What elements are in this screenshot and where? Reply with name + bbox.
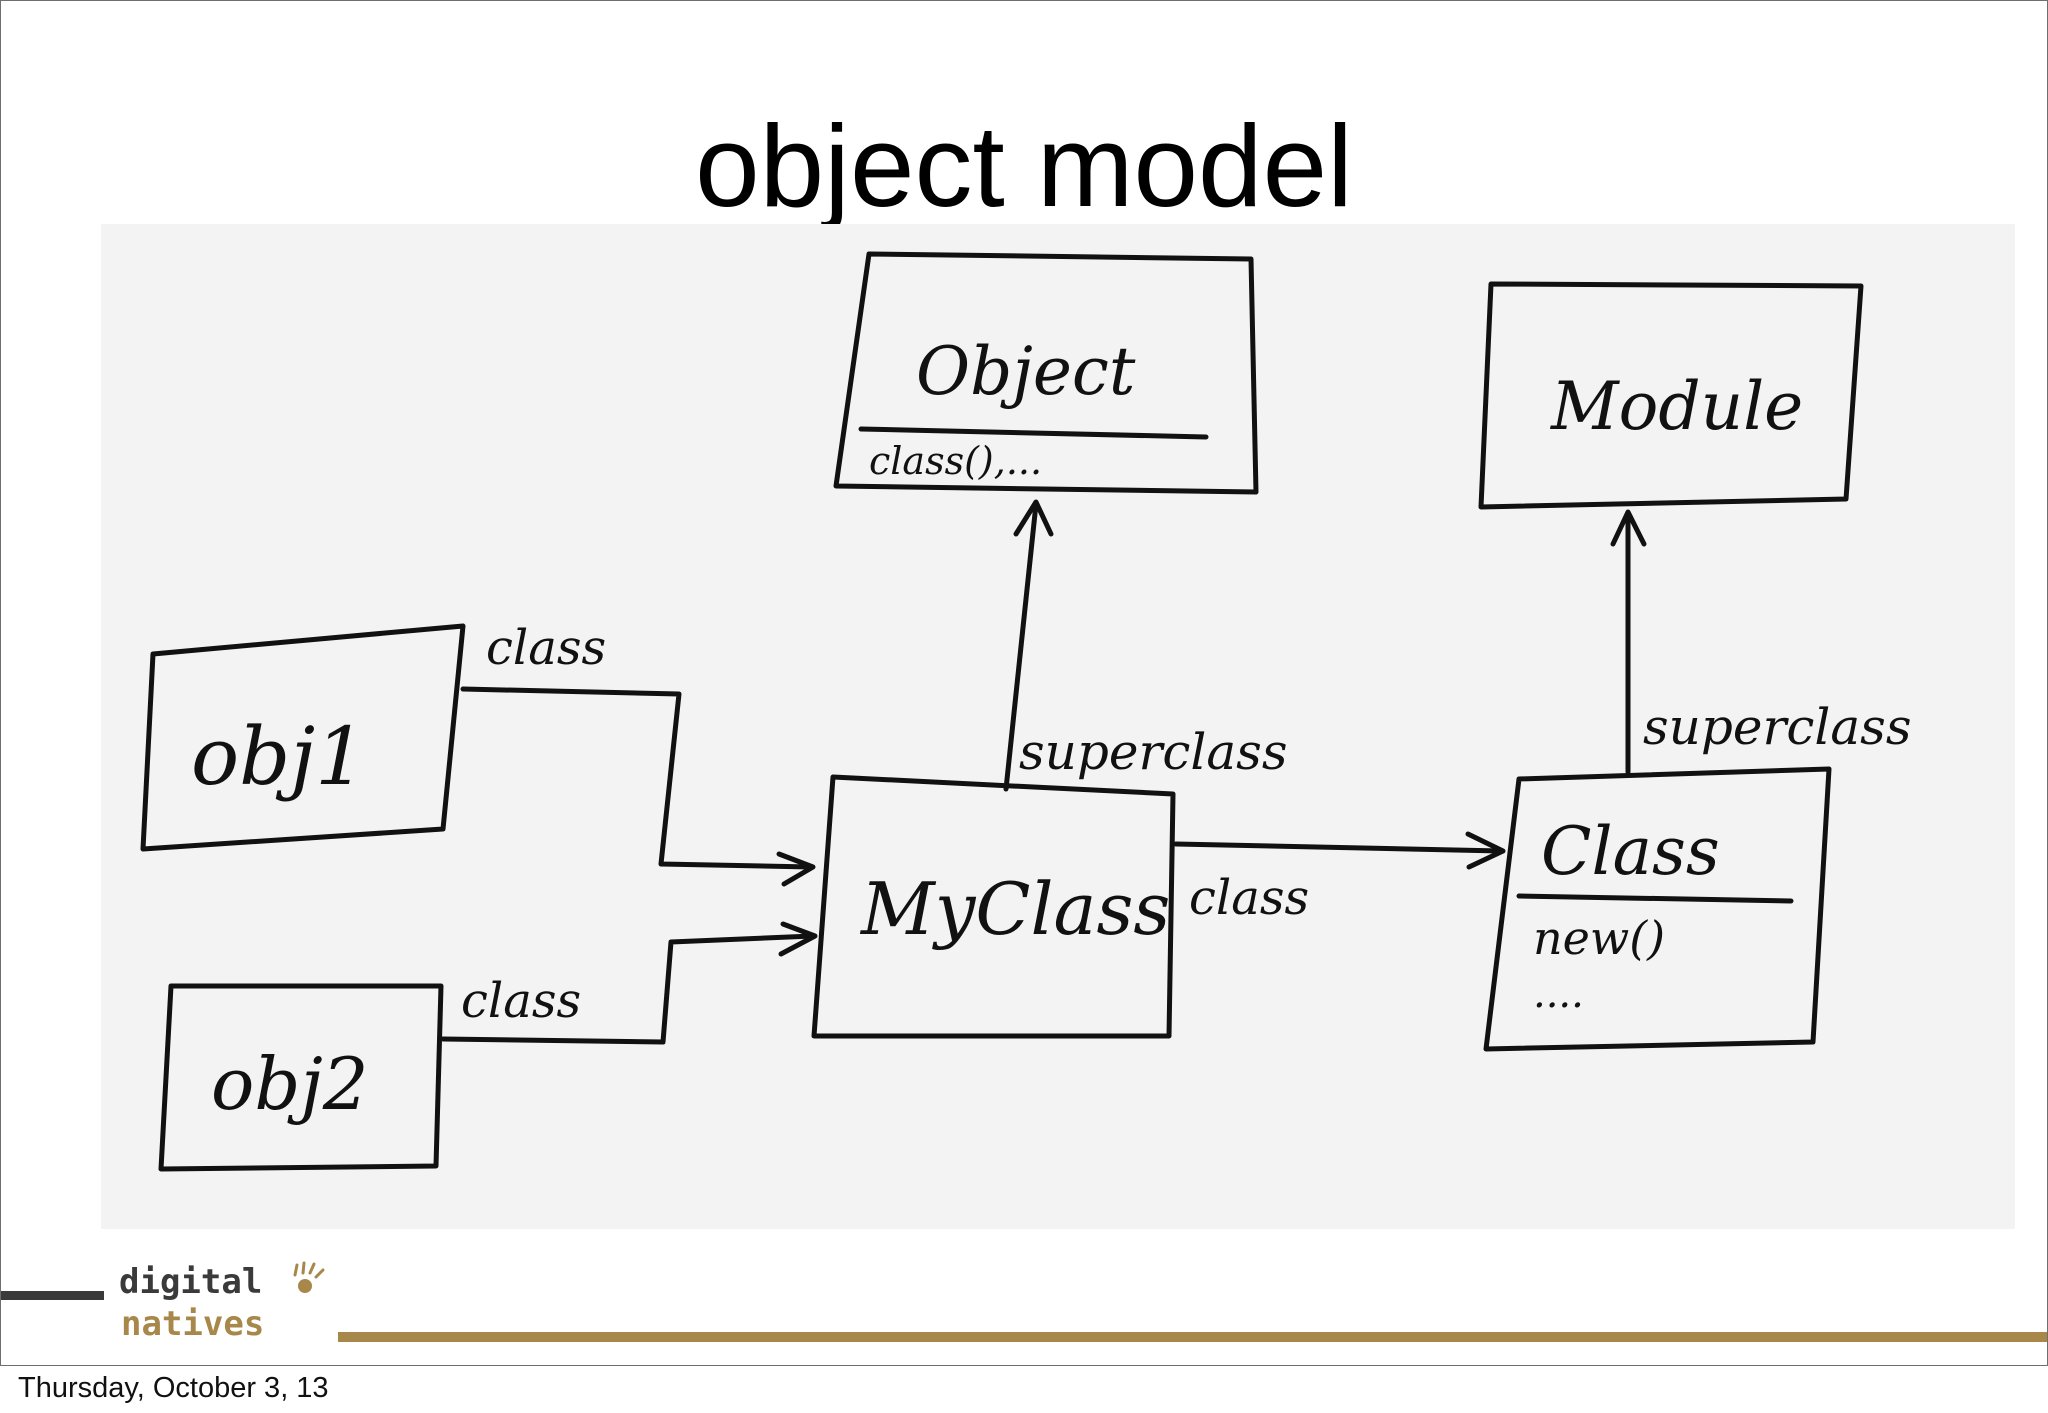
edge-myclass-class-arrowhead: [1465, 831, 1506, 870]
slide-title: object model: [695, 101, 1353, 231]
edge-obj1-arrowhead: [776, 851, 816, 887]
edge-obj2-line: [440, 933, 816, 1045]
obj1-label: obj1: [191, 710, 366, 803]
obj2-label: obj2: [211, 1042, 369, 1126]
module-label: Module: [1550, 368, 1803, 445]
edge-myclass-superclass-label: superclass: [1019, 723, 1287, 781]
obj1-node: obj1: [140, 623, 466, 852]
object-members: class(),...: [869, 439, 1042, 483]
edge-obj1-label: class: [486, 620, 606, 676]
edge-class-superclass-arrowhead: [1610, 509, 1647, 547]
logo-line2: natives: [121, 1304, 264, 1341]
edge-myclass-class-label: class: [1189, 870, 1309, 926]
footer-bar-left: [1, 1291, 104, 1300]
myclass-label: MyClass: [859, 867, 1170, 951]
myclass-node: MyClass: [811, 774, 1176, 1039]
obj2-box: [158, 983, 444, 1172]
slide: object model Object class(),... Module o…: [0, 0, 2048, 1366]
slide-date: Thursday, October 3, 13: [18, 1372, 329, 1404]
class-diagram: Object class(),... Module obj1 obj2: [140, 251, 1911, 1172]
edge-obj2-arrowhead: [778, 921, 818, 957]
class-node: Class new() ....: [1483, 766, 1832, 1052]
edge-myclass-superclass: superclass: [1003, 499, 1287, 792]
myclass-box: [811, 774, 1176, 1039]
edge-class-superclass: superclass: [1610, 509, 1911, 775]
edge-myclass-class: class: [1173, 831, 1506, 926]
class-box: [1483, 766, 1832, 1052]
class-ellipsis: ....: [1533, 971, 1584, 1017]
object-node: Object class(),...: [833, 251, 1259, 495]
edge-class-superclass-label: superclass: [1643, 698, 1911, 756]
object-label: Object: [916, 333, 1136, 410]
hand-icon: [293, 1261, 325, 1293]
class-label: Class: [1541, 813, 1720, 890]
edge-myclass-class-line: [1173, 841, 1504, 854]
logo-line1: digital: [119, 1262, 262, 1302]
edge-myclass-superclass-line: [1003, 501, 1039, 792]
obj1-box: [140, 623, 466, 852]
footer-bar-right: [338, 1332, 2047, 1342]
edge-obj2-class: class: [440, 921, 818, 1045]
edge-obj1-class: class: [460, 620, 816, 887]
edge-myclass-superclass-arrowhead: [1013, 499, 1054, 537]
obj2-node: obj2: [158, 983, 444, 1172]
class-members: new(): [1533, 911, 1665, 965]
module-node: Module: [1478, 281, 1864, 510]
edge-obj2-label: class: [461, 973, 581, 1029]
object-box: [833, 251, 1259, 495]
class-divider: [1516, 893, 1794, 904]
object-divider: [858, 426, 1209, 440]
diagram-board: Object class(),... Module obj1 obj2: [101, 224, 2015, 1229]
edge-obj1-line: [460, 686, 814, 870]
module-box: [1478, 281, 1864, 510]
digital-natives-logo: digital natives: [119, 1261, 325, 1341]
